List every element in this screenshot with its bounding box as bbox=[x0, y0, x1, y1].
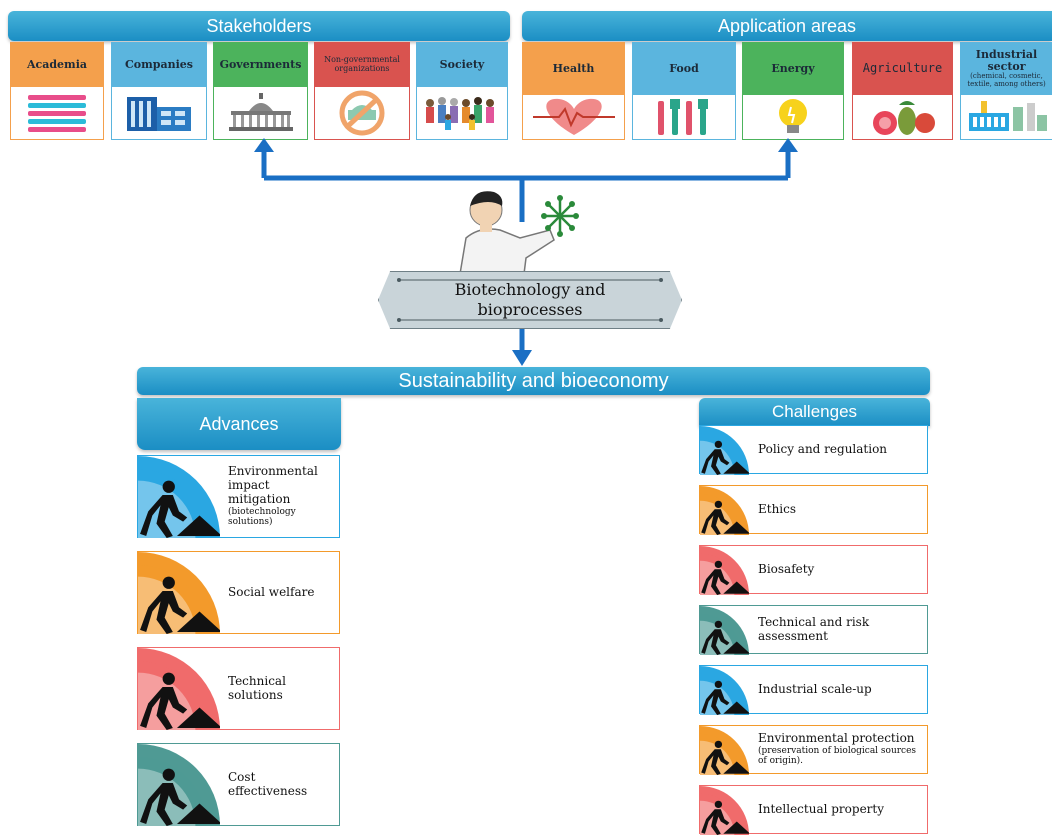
item-title: Intellectual property bbox=[758, 801, 885, 816]
stakeholders-banner: Stakeholders bbox=[8, 11, 510, 41]
advances-banner: Advances bbox=[137, 398, 341, 450]
list-item: Environmental protection(preservation of… bbox=[699, 725, 928, 775]
scientist-icon bbox=[459, 191, 579, 275]
card-sublabel: (chemical, cosmetic, textile, among othe… bbox=[967, 72, 1046, 89]
worker-icon bbox=[700, 666, 749, 715]
item-label: Environmental impact mitigation(biotechn… bbox=[228, 456, 335, 537]
item-label: Environmental protection(preservation of… bbox=[758, 726, 923, 773]
books-icon bbox=[11, 87, 103, 139]
item-title: Policy and regulation bbox=[758, 441, 888, 456]
item-title: Technical and risk assessment bbox=[758, 614, 870, 643]
list-item: Policy and regulation bbox=[699, 425, 928, 475]
plaque-ornament bbox=[397, 278, 663, 322]
worker-icon bbox=[700, 546, 749, 595]
card-label: Agriculture bbox=[853, 43, 952, 95]
card-energy: Energy bbox=[742, 42, 844, 140]
card-label: Energy bbox=[743, 43, 843, 95]
people-icon bbox=[417, 87, 507, 139]
item-label: Intellectual property bbox=[758, 786, 923, 833]
item-subtitle: (preservation of biological sources of o… bbox=[758, 746, 917, 767]
list-item: Ethics bbox=[699, 485, 928, 535]
item-title: Environmental protection bbox=[758, 731, 915, 746]
list-item: Environmental impact mitigation(biotechn… bbox=[137, 455, 340, 538]
item-label: Industrial scale-up bbox=[758, 666, 923, 713]
item-label: Biosafety bbox=[758, 546, 923, 593]
factory-icon bbox=[961, 95, 1052, 139]
card-header: Industrial sector (chemical, cosmetic, t… bbox=[961, 43, 1052, 95]
item-label: Social welfare bbox=[228, 552, 335, 633]
card-food: Food bbox=[632, 42, 736, 140]
no-government-icon bbox=[315, 87, 409, 139]
cutlery-icon bbox=[633, 95, 735, 139]
card-society: Society bbox=[416, 42, 508, 140]
worker-icon bbox=[700, 786, 749, 835]
card-label: Companies bbox=[112, 43, 206, 87]
worker-icon bbox=[700, 606, 749, 655]
sustainability-banner: Sustainability and bioeconomy bbox=[137, 367, 930, 395]
challenges-banner: Challenges bbox=[699, 398, 930, 426]
item-label: Cost effectiveness bbox=[228, 744, 335, 825]
worker-icon bbox=[138, 552, 220, 634]
item-label: Policy and regulation bbox=[758, 426, 923, 473]
card-label: Society bbox=[417, 43, 507, 87]
item-title: Biosafety bbox=[758, 561, 815, 576]
card-label: Food bbox=[633, 43, 735, 95]
vegetables-icon bbox=[853, 95, 952, 139]
card-label: Non-governmental organizations bbox=[315, 43, 409, 87]
worker-icon bbox=[700, 486, 749, 535]
worker-icon bbox=[138, 648, 220, 730]
item-label: Technical and risk assessment bbox=[758, 606, 923, 653]
card-label: Industrial sector bbox=[975, 48, 1038, 74]
list-item: Intellectual property bbox=[699, 785, 928, 835]
worker-icon bbox=[700, 726, 749, 775]
item-title: Industrial scale-up bbox=[758, 681, 872, 696]
card-agriculture: Agriculture bbox=[852, 42, 953, 140]
item-title: Social welfare bbox=[228, 584, 315, 599]
card-health: Health bbox=[522, 42, 625, 140]
application-areas-banner: Application areas bbox=[522, 11, 1052, 41]
card-label: Governments bbox=[214, 43, 307, 87]
item-title: Cost effectiveness bbox=[228, 769, 308, 798]
card-governments: Governments bbox=[213, 42, 308, 140]
card-industrial: Industrial sector (chemical, cosmetic, t… bbox=[960, 42, 1052, 140]
list-item: Cost effectiveness bbox=[137, 743, 340, 826]
card-label: Health bbox=[523, 43, 624, 95]
item-subtitle: (biotechnology solutions) bbox=[228, 506, 296, 528]
worker-icon bbox=[138, 456, 220, 538]
item-label: Technical solutions bbox=[228, 648, 335, 729]
list-item: Social welfare bbox=[137, 551, 340, 634]
list-item: Biosafety bbox=[699, 545, 928, 595]
list-item: Technical solutions bbox=[137, 647, 340, 730]
heart-icon bbox=[523, 95, 624, 139]
plaque-line1: Biotechnology and bbox=[454, 280, 606, 299]
plaque-text: Biotechnology and bioprocesses bbox=[379, 280, 681, 320]
card-academia: Academia bbox=[10, 42, 104, 140]
list-item: Industrial scale-up bbox=[699, 665, 928, 715]
plaque-line2: bioprocesses bbox=[477, 300, 583, 319]
item-title: Environmental impact mitigation bbox=[228, 464, 318, 507]
card-ngo: Non-governmental organizations bbox=[314, 42, 410, 140]
lightbulb-icon bbox=[743, 95, 843, 139]
card-companies: Companies bbox=[111, 42, 207, 140]
item-title: Technical solutions bbox=[228, 673, 286, 702]
card-label: Academia bbox=[11, 43, 103, 87]
worker-icon bbox=[700, 426, 749, 475]
list-item: Technical and risk assessment bbox=[699, 605, 928, 655]
capitol-icon bbox=[214, 87, 307, 139]
worker-icon bbox=[138, 744, 220, 826]
item-label: Ethics bbox=[758, 486, 923, 533]
item-title: Ethics bbox=[758, 501, 797, 516]
biotech-plaque: Biotechnology and bioprocesses bbox=[378, 271, 682, 329]
building-icon bbox=[112, 87, 206, 139]
